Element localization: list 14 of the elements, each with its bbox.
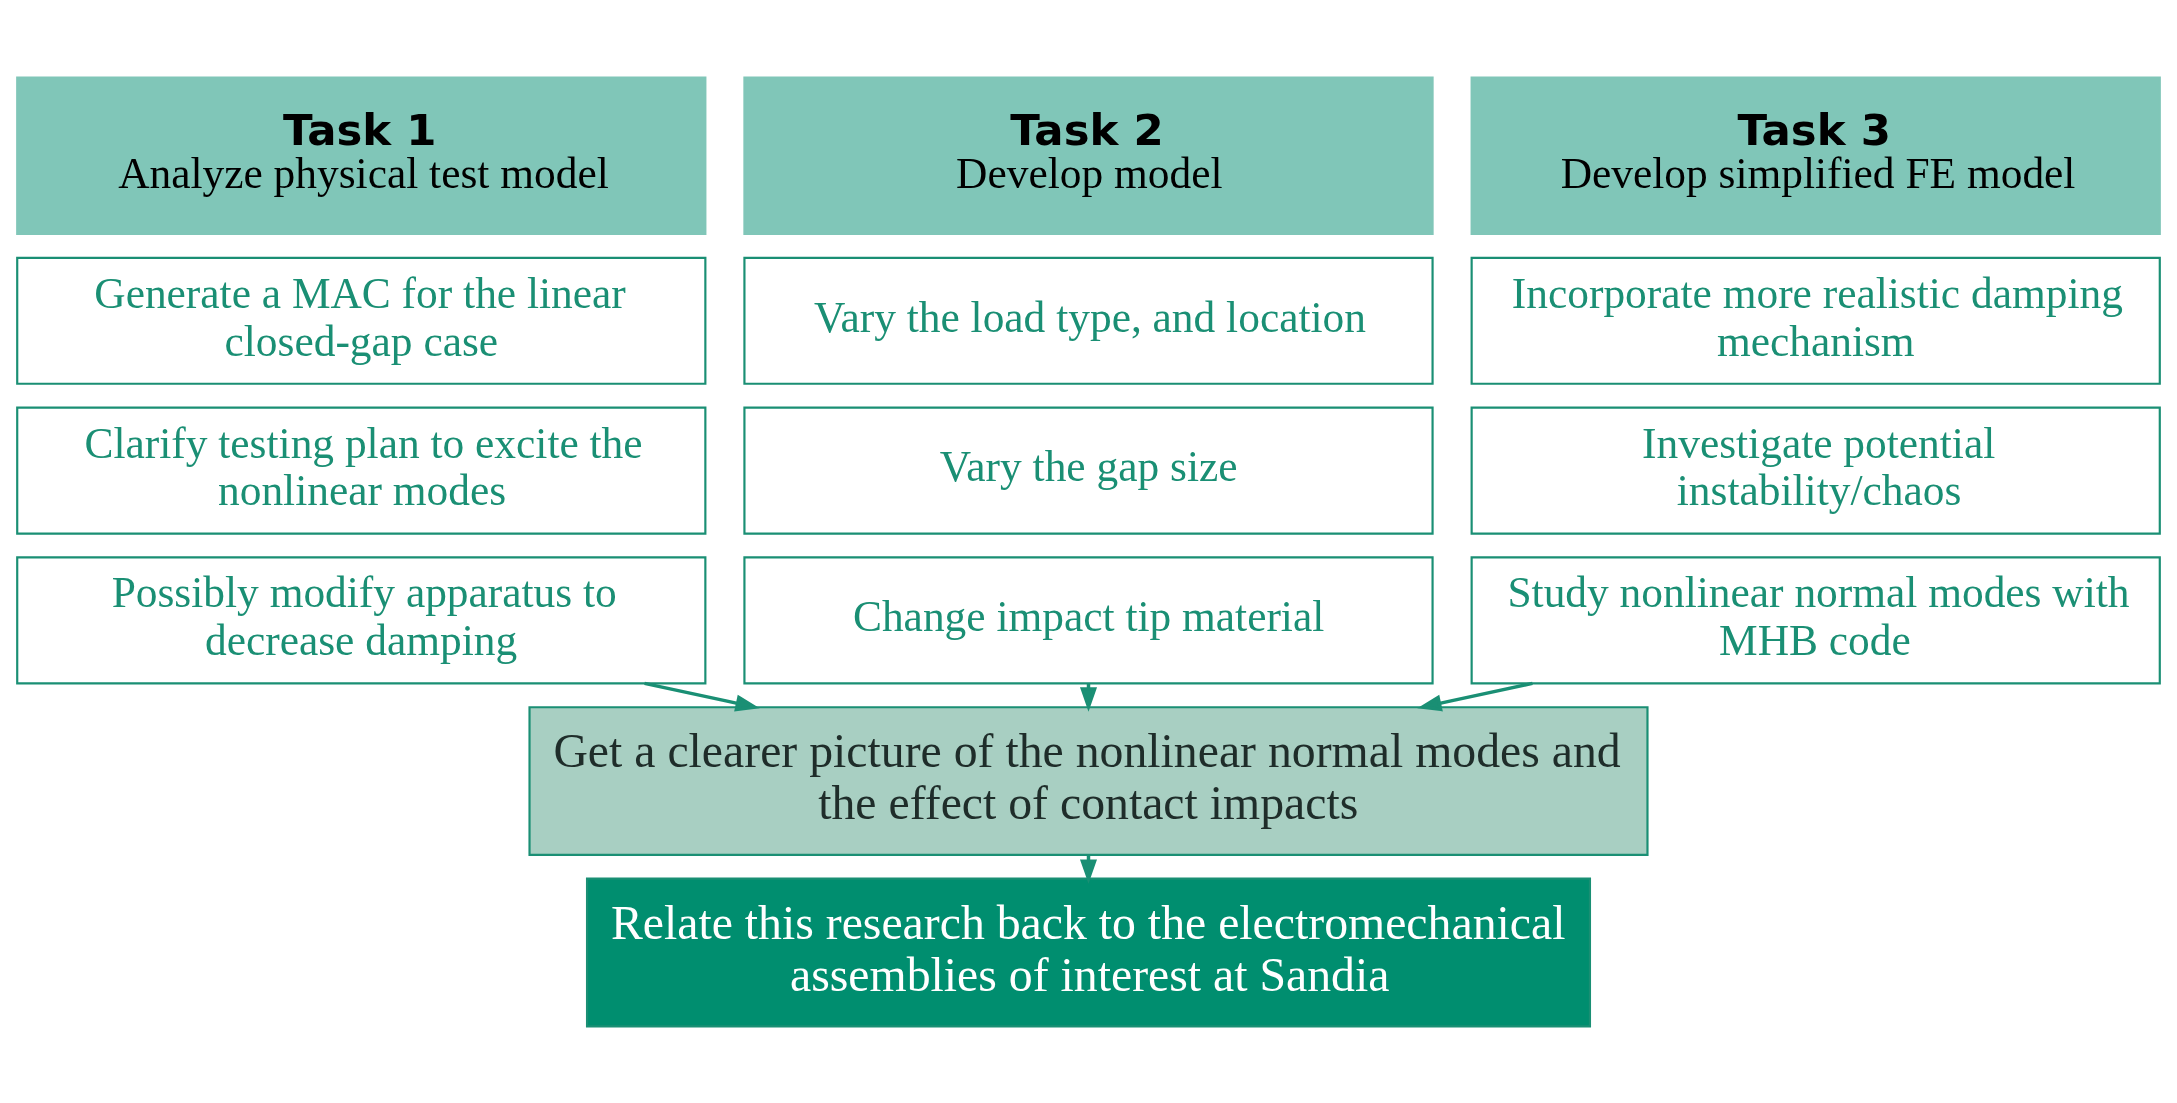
node-box: Task 2 Develop model	[743, 76, 1434, 235]
node-box: Study nonlinear normal modes with MHB code	[1470, 555, 2161, 684]
node-box: Possibly modify apparatus to decrease damping	[16, 555, 707, 684]
node-box: Investigate potential instability/chaos	[1470, 406, 2161, 535]
node-box: Task 3 Develop simplified FE model	[1470, 76, 2161, 235]
node-box: Vary the load type, and location	[743, 256, 1434, 385]
node-box: Clarify testing plan to excite the nonlinear modes	[16, 406, 707, 535]
node-box: Change impact tip material	[743, 555, 1434, 684]
node-box: Vary the gap size	[743, 406, 1434, 535]
node-box: Relate this research back to the electromechanical assemblies of interest at Sandia	[585, 877, 1592, 1027]
node-box: Incorporate more realistic damping mechanism	[1470, 256, 2161, 385]
node-box: Task 1 Analyze physical test model	[16, 76, 707, 235]
node-box: Generate a MAC for the linear closed-gap case	[16, 256, 707, 385]
node-box: Get a clearer picture of the nonlinear normal modes and the effect of contact impacts	[528, 705, 1649, 856]
